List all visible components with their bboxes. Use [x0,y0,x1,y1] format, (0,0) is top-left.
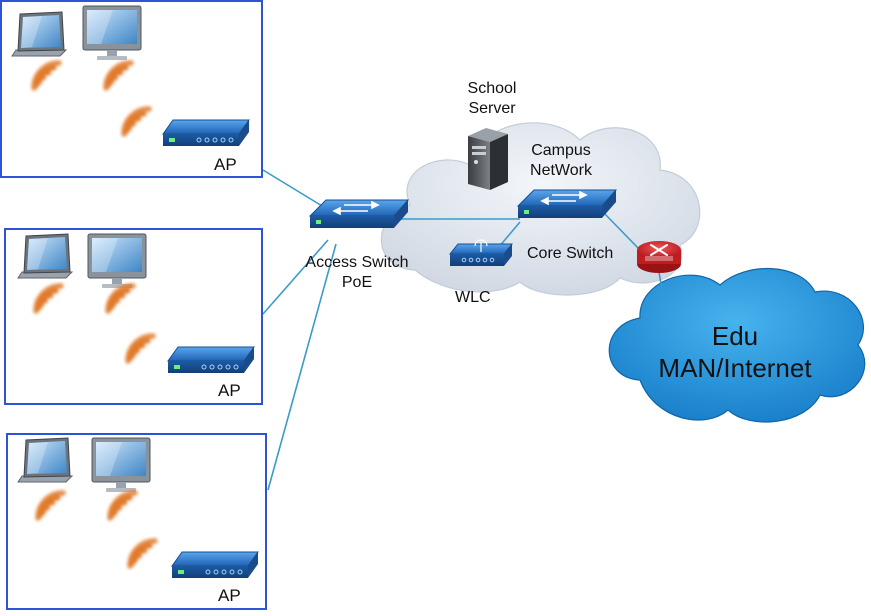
access-switch-icon [309,199,409,229]
classroom-box-3 [6,433,267,610]
router-icon [637,241,681,273]
internet-label: Edu MAN/Internet [630,320,840,384]
wlc-label: WLC [455,289,491,306]
core-switch-label: Core Switch [527,245,614,262]
campus-network-label-line1: Campus [531,142,591,159]
campus-network-label: Campus NetWork [518,141,604,181]
access-switch-label-line1: Access Switch [305,254,409,271]
core-switch-icon [517,189,617,219]
ap-label: AP [214,155,237,174]
classroom-box-1 [0,0,263,178]
ap-label: AP [218,586,241,605]
server-icon [468,128,508,190]
school-server-label-line2: Server [468,100,516,117]
classroom-box-2 [4,228,263,405]
access-switch-label-line2: PoE [341,274,373,291]
school-server-label-line1: School [467,80,517,97]
internet-label-line1: Edu [711,321,759,351]
access-switch-label: Access Switch PoE [290,253,424,293]
wireless-controller-icon [448,239,514,266]
internet-label-line2: MAN/Internet [658,353,812,383]
ap-label: AP [218,381,241,400]
internet-cloud [608,268,866,423]
school-server-label: School Server [452,79,532,119]
campus-network-label-line2: NetWork [530,162,592,179]
